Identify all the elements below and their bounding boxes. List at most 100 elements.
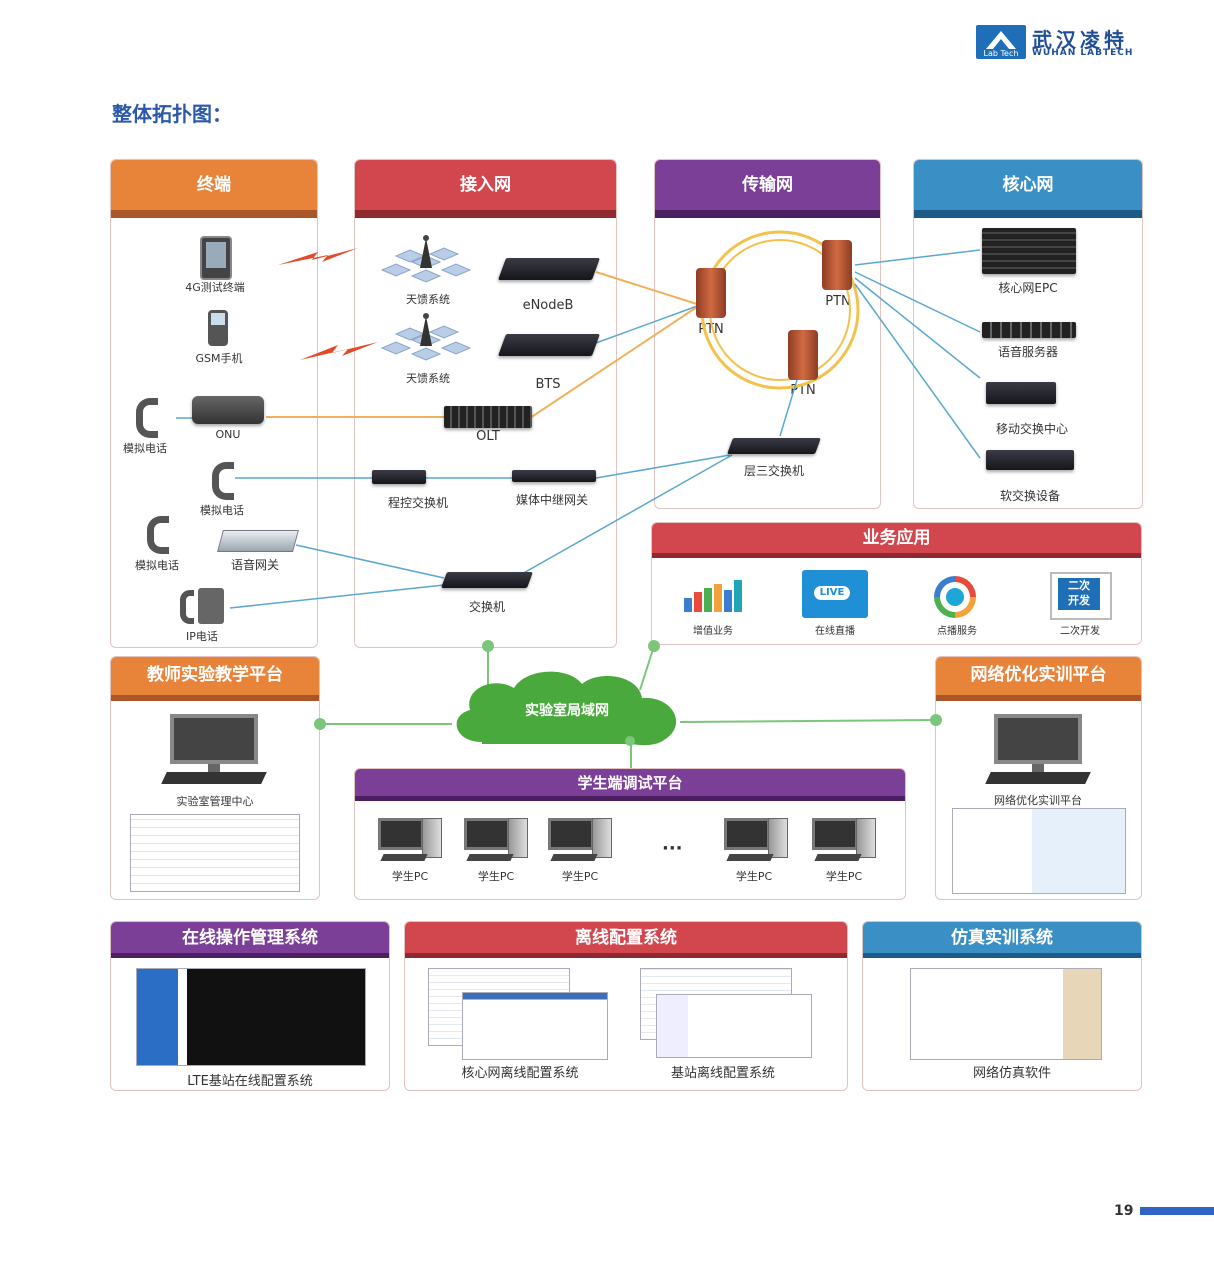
student-pc-1-label: 学生PC xyxy=(391,870,429,883)
voice-gateway-device xyxy=(217,530,299,552)
analog-phone-3-label: 模拟电话 xyxy=(135,559,179,572)
student-header: 学生端调试平台 xyxy=(355,769,905,801)
brand-name-cn: 武汉凌特 xyxy=(1032,28,1128,52)
optimization-header-bar xyxy=(936,695,1141,701)
teacher-header: 教师实验教学平台 xyxy=(111,657,319,701)
switch-label: 交换机 xyxy=(468,600,506,614)
page-number-bar xyxy=(1140,1207,1214,1215)
antenna-1-label: 天馈系统 xyxy=(406,293,450,306)
business-header: 业务应用 xyxy=(652,523,1141,558)
student-pc-5-label: 学生PC xyxy=(825,870,863,883)
bar-chart-icon xyxy=(684,580,742,612)
voice-gateway-label: 语音网关 xyxy=(230,558,280,572)
dev-badge-line1: 二次 xyxy=(1068,579,1090,592)
core-header-text: 核心网 xyxy=(1002,175,1054,195)
student-pc-3-icon xyxy=(548,818,612,870)
optimization-caption: 网络优化实训平台 xyxy=(994,794,1082,807)
core-header-bar xyxy=(914,210,1142,218)
offline-bs-screenshot-front xyxy=(656,994,812,1058)
epc-device xyxy=(982,228,1076,274)
media-gateway-label: 媒体中继网关 xyxy=(515,493,588,507)
simulation-header-bar xyxy=(863,953,1141,958)
lte-terminal-label: 4G测试终端 xyxy=(185,281,245,294)
access-header: 接入网 xyxy=(355,160,616,218)
teacher-monitor-icon xyxy=(161,714,267,786)
dev-label: 二次开发 xyxy=(1060,626,1100,637)
ptn-left-device xyxy=(696,268,726,318)
online-system-header: 在线操作管理系统 xyxy=(111,922,389,958)
student-pc-5-icon xyxy=(812,818,876,870)
value-added-label: 增值业务 xyxy=(693,626,733,637)
analog-phone-1-label: 模拟电话 xyxy=(123,442,167,455)
student-pc-2-icon xyxy=(464,818,528,870)
lan-cloud xyxy=(456,671,677,746)
teacher-caption: 实验室管理中心 xyxy=(176,795,254,808)
online-system-header-text: 在线操作管理系统 xyxy=(182,928,318,948)
dev-badge-line2: 开发 xyxy=(1068,594,1090,607)
offline-system-header-bar xyxy=(405,953,847,958)
student-pc-2-label: 学生PC xyxy=(477,870,515,883)
optimization-screenshot xyxy=(952,808,1126,894)
ptn-bottom-label: PTN xyxy=(790,383,816,398)
enodeb-device xyxy=(497,258,601,280)
student-pc-3-label: 学生PC xyxy=(561,870,599,883)
softswitch-device xyxy=(986,450,1074,470)
pbx-device xyxy=(372,470,426,484)
olt-label: OLT xyxy=(476,429,500,444)
live-badge: LIVE xyxy=(814,586,850,600)
simulation-header-text: 仿真实训系统 xyxy=(951,928,1053,948)
lte-terminal-icon xyxy=(200,236,232,280)
online-system-caption: LTE基站在线配置系统 xyxy=(187,1074,313,1089)
simulation-screenshot xyxy=(910,968,1102,1060)
voice-server-device xyxy=(982,322,1076,338)
lan-node-student xyxy=(625,736,635,746)
lan-label: 实验室局域网 xyxy=(525,703,609,719)
epc-label: 核心网EPC xyxy=(998,281,1058,295)
analog-phone-1-icon xyxy=(136,398,158,438)
optimization-header-text: 网络优化实训平台 xyxy=(970,665,1107,685)
transport-header-text: 传输网 xyxy=(742,175,793,195)
simulation-caption: 网络仿真软件 xyxy=(972,1066,1052,1081)
bts-device xyxy=(497,334,601,356)
softswitch-label: 软交换设备 xyxy=(999,489,1061,503)
olt-device xyxy=(444,406,532,428)
bts-label: BTS xyxy=(535,377,561,392)
optimization-monitor-icon xyxy=(985,714,1091,786)
ptn-bottom-device xyxy=(788,330,818,380)
lan-node-business xyxy=(648,640,660,652)
online-system-screenshot xyxy=(136,968,366,1066)
terminal-header: 终端 xyxy=(111,160,317,218)
access-header-text: 接入网 xyxy=(460,175,511,195)
core-header: 核心网 xyxy=(914,160,1142,218)
gsm-phone-icon xyxy=(208,310,228,346)
antenna-2-label: 天馈系统 xyxy=(406,372,450,385)
teacher-header-text: 教师实验教学平台 xyxy=(147,665,283,685)
business-header-bar xyxy=(652,553,1141,558)
antenna-1-icon xyxy=(372,232,480,284)
live-icon: LIVE xyxy=(802,570,868,618)
brand-logo: Lab Tech xyxy=(976,25,1026,59)
terminal-header-text: 终端 xyxy=(197,175,231,195)
vod-label: 点播服务 xyxy=(937,626,977,637)
logo-badge-text: Lab Tech xyxy=(983,49,1019,58)
student-header-bar xyxy=(355,796,905,801)
onu-label: ONU xyxy=(215,428,241,441)
transport-header-bar xyxy=(655,210,880,218)
l3-switch-label: 层三交换机 xyxy=(743,464,805,478)
transport-header: 传输网 xyxy=(655,160,880,218)
offline-core-screenshot-front xyxy=(462,992,608,1060)
optimization-header: 网络优化实训平台 xyxy=(936,657,1141,701)
msc-device xyxy=(986,382,1056,404)
page-title: 整体拓扑图： xyxy=(112,102,232,126)
msc-label: 移动交换中心 xyxy=(995,422,1069,436)
ptn-right-device xyxy=(822,240,852,290)
live-label: 在线直播 xyxy=(815,626,855,637)
analog-phone-2-label: 模拟电话 xyxy=(200,504,244,517)
terminal-header-bar xyxy=(111,210,317,218)
media-gateway-device xyxy=(512,470,596,482)
gsm-phone-label: GSM手机 xyxy=(195,352,243,365)
offline-system-panel: 离线配置系统 xyxy=(404,921,848,1091)
teacher-screenshot xyxy=(130,814,300,892)
offline-bs-caption: 基站离线配置系统 xyxy=(670,1066,776,1081)
transport-panel: 传输网 xyxy=(654,159,881,509)
